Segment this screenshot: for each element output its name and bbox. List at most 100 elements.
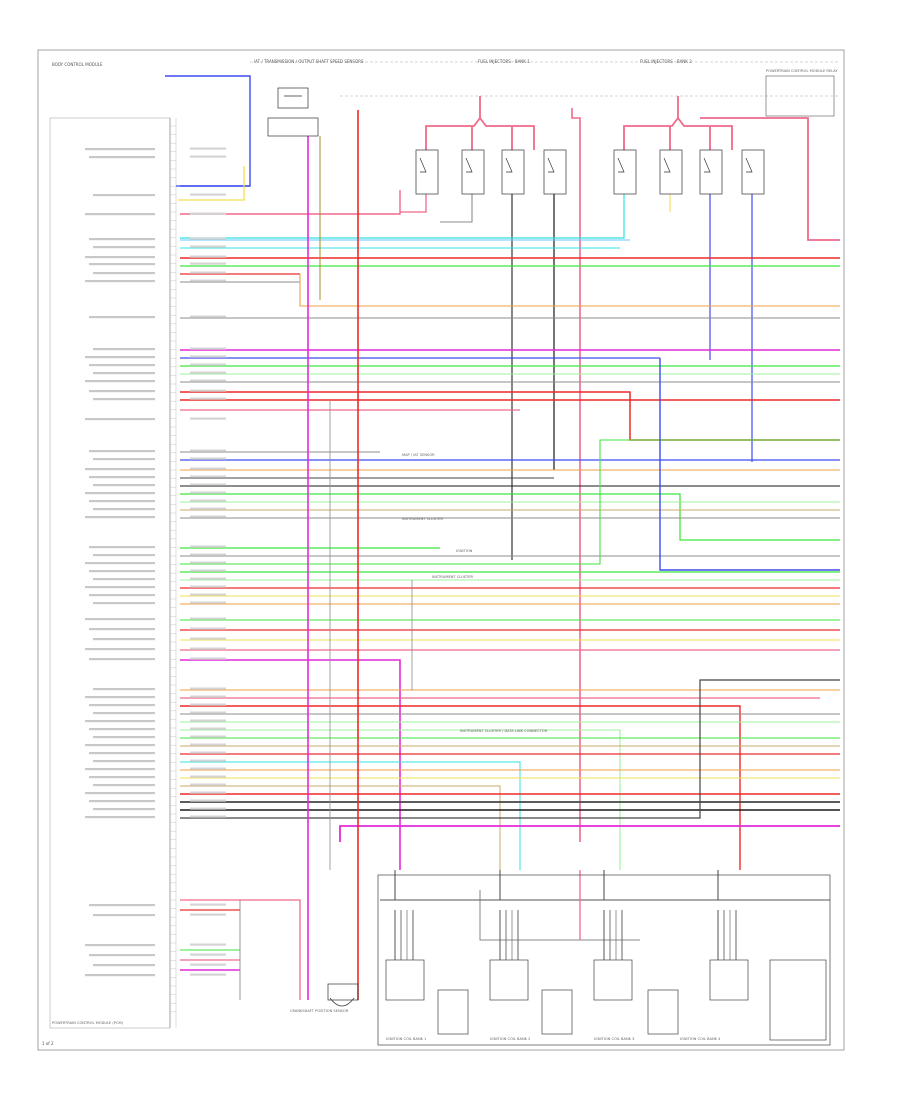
wire-color-label (190, 903, 226, 906)
wire (180, 439, 840, 565)
pin-label (85, 744, 155, 747)
crank-sensor-label: CRANKSHAFT POSITION SENSOR (290, 1009, 349, 1013)
wire-color-label (190, 963, 226, 966)
wire (178, 166, 245, 201)
pin-label (89, 546, 155, 549)
wire-color-label (190, 647, 226, 650)
wire-color-label (190, 953, 226, 956)
wire-color-label (190, 617, 226, 620)
pin-label (85, 816, 155, 819)
wire-color-label (190, 775, 226, 778)
pin-label (89, 658, 155, 661)
pin-label (85, 516, 155, 519)
wire-color-label (190, 371, 226, 374)
pin-label (85, 792, 155, 795)
pin-label (89, 728, 155, 731)
wire-color-label (190, 245, 226, 248)
pin-label (85, 586, 155, 589)
pin-label (85, 380, 155, 383)
wire (394, 870, 425, 901)
pin-label (89, 364, 155, 367)
injector-bank-2 (613, 149, 765, 195)
pin-label (85, 768, 155, 771)
pin-label (89, 500, 155, 503)
wire-color-label (190, 193, 226, 196)
pin-label (85, 492, 155, 495)
top-left-header: BODY CONTROL MODULE (52, 62, 103, 67)
wire (180, 729, 621, 870)
wire (180, 391, 840, 441)
pin-label (93, 688, 155, 691)
wire (479, 890, 640, 941)
wire-color-label (190, 657, 226, 660)
wire-color-label (190, 147, 226, 150)
wire-color-label (190, 569, 226, 572)
pin-label (85, 648, 155, 651)
wire (180, 190, 401, 215)
pcm-relay (765, 75, 835, 117)
wire-color-label (190, 515, 226, 518)
wire (623, 116, 733, 150)
wire (425, 116, 535, 150)
wire-color-label (190, 973, 226, 976)
pin-label (89, 476, 155, 479)
pin-label (85, 213, 155, 216)
pin-label (85, 618, 155, 621)
diagram-frame (37, 49, 845, 1051)
pin-label (85, 696, 155, 699)
pin-label (89, 752, 155, 755)
module-name: POWERTRAIN CONTROL MODULE (PCM) (52, 1021, 124, 1025)
pin-label (89, 450, 155, 453)
pin-label (93, 508, 155, 511)
coil-label-1: IGNITION COIL BANK 1 (386, 1037, 426, 1041)
pin-label (89, 594, 155, 597)
wire (180, 493, 840, 541)
wire-color-label (190, 389, 226, 392)
wire (440, 194, 473, 223)
pin-label (93, 602, 155, 605)
wire-color-label (190, 767, 226, 770)
pin-label (93, 736, 155, 739)
wire-color-label (190, 379, 226, 382)
pin-label (93, 964, 155, 967)
wire-color-label (190, 751, 226, 754)
pin-label (93, 398, 155, 401)
pin-label (89, 570, 155, 573)
pin-label (93, 484, 155, 487)
top-header-1: IAT / TRANSMISSION / OUTPUT SHAFT SPEED … (254, 59, 364, 64)
pin-label (93, 760, 155, 763)
pin-label (93, 372, 155, 375)
wire-color-label (190, 417, 226, 420)
wire-color-label (190, 627, 226, 630)
wire-color-label (190, 759, 226, 762)
crankshaft-sensor (327, 983, 359, 1007)
wire-color-label (190, 577, 226, 580)
pin-labels (170, 125, 176, 1012)
wire (165, 75, 251, 187)
pin-label (85, 562, 155, 565)
pin-label (93, 554, 155, 557)
wire-color-label (190, 347, 226, 350)
wire-color-label (190, 637, 226, 640)
wire-color-label (190, 212, 226, 215)
wire (339, 825, 840, 842)
pin-label (85, 944, 155, 947)
mid-note-2: INSTRUMENT CLUSTER (402, 517, 443, 521)
pin-label (93, 194, 155, 197)
wire-color-label (190, 735, 226, 738)
pin-label (89, 263, 155, 266)
wire-color-label (190, 695, 226, 698)
wire-color-label (190, 727, 226, 730)
wire (400, 194, 427, 213)
pin-label (89, 800, 155, 803)
pin-label (93, 458, 155, 461)
top-header-3: FUEL INJECTORS - BANK 2 (640, 59, 692, 64)
pin-label (85, 720, 155, 723)
wire-color-label (190, 262, 226, 265)
mid-note-4: INSTRUMENT CLUSTER (432, 575, 473, 579)
pin-label (89, 904, 155, 907)
mid-note-3: IGNITION (456, 549, 473, 553)
wire-color-label (190, 783, 226, 786)
wire-group (165, 75, 840, 1000)
wire-color-label (190, 315, 226, 318)
